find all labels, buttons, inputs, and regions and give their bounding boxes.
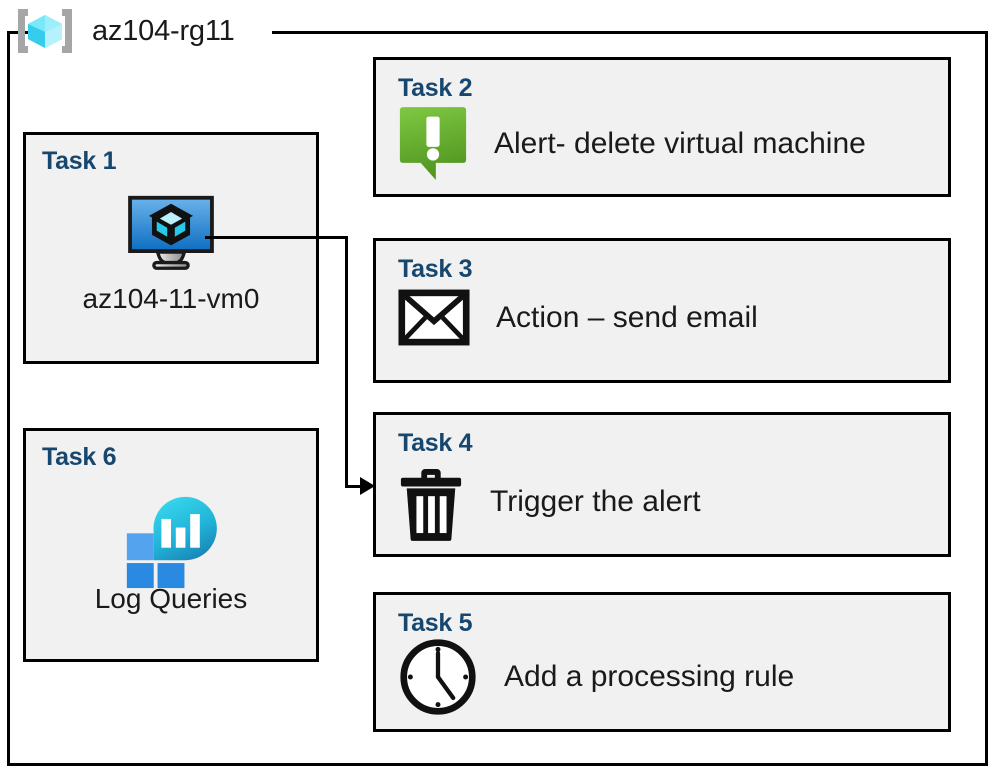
virtual-machine-icon [125,193,217,278]
task-card-caption: Trigger the alert [490,485,701,518]
resource-group-header: az104-rg11 [14,5,235,57]
task-card-task1[interactable]: Task 1 [23,132,319,364]
task-card-task5[interactable]: Task 5 Add a processing rule [373,592,951,732]
resource-group-frame-left [7,31,10,766]
task-card-caption: az104-11-vm0 [82,283,260,314]
task-card-content-row: Add a processing rule [398,637,794,717]
log-analytics-icon [121,493,221,594]
task-card-caption: Log Queries [94,583,248,614]
task-card-caption: Action – send email [496,300,758,334]
resource-group-frame-top-right [272,31,988,34]
vm-to-task4-connector-arrowhead-icon [360,477,375,495]
resource-group-frame-bottom [7,763,988,766]
task-card-task3[interactable]: Task 3 Action – send email [373,238,951,383]
trash-can-icon [398,461,464,543]
task-card-label: Task 6 [42,443,117,471]
vm-to-task4-connector-segment-horizontal-top [205,236,348,239]
task-card-label: Task 1 [42,147,117,175]
task-card-task4[interactable]: Task 4 Trigger the alert [373,412,951,557]
task-card-label: Task 5 [398,609,473,637]
alert-bubble-icon [398,105,468,183]
task-card-task6[interactable]: Task 6 [23,428,319,662]
task-card-content-row: Trigger the alert [398,461,701,543]
task-card-caption: Alert- delete virtual machine [494,127,866,160]
resource-group-cube-icon [14,5,76,57]
task-card-task2[interactable]: Task 2 Alert- delete virtual machine [373,57,951,197]
vm-to-task4-connector-segment-horizontal-bottom [345,485,367,488]
task-card-content-row: Alert- delete virtual machine [398,105,866,183]
task-card-label: Task 4 [398,429,473,457]
clock-icon [398,637,478,717]
resource-group-frame-right [985,31,988,766]
resource-group-title: az104-rg11 [92,14,235,47]
task-card-caption: Add a processing rule [504,660,795,693]
task-card-label: Task 3 [398,255,473,283]
task-card-label: Task 2 [398,74,473,102]
task-card-content-row: Action – send email [398,289,758,346]
vm-to-task4-connector-segment-vertical [345,236,348,488]
envelope-icon [398,289,470,346]
